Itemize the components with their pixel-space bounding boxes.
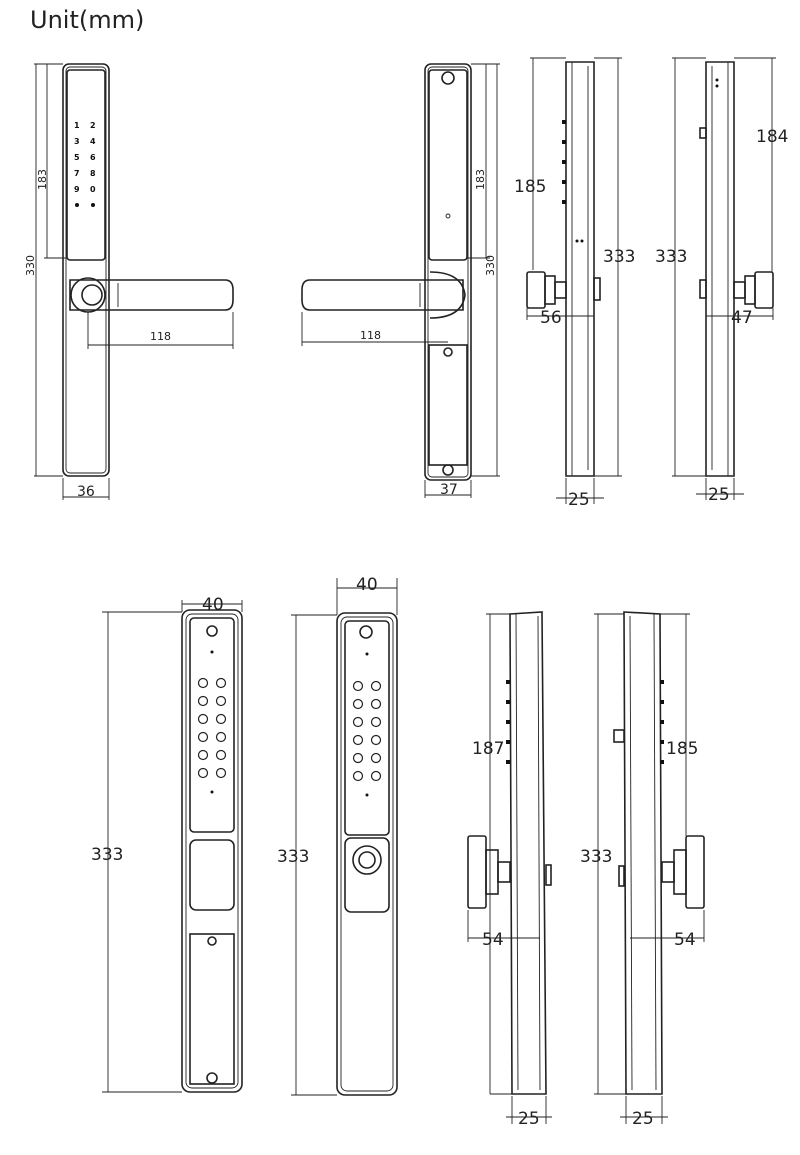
unit-label: Unit(mm) (30, 6, 145, 34)
dim-projection: 47 (731, 308, 753, 328)
dim-height-upper: 187 (472, 739, 504, 759)
top-back-view: 330 183 118 37 (301, 63, 500, 498)
top-front-view: 1 2 3 4 5 6 7 8 9 0 330 183 118 3 (24, 63, 234, 500)
bottom-side-view-b: 333 185 54 25 (580, 611, 705, 1129)
top-side-view-left: 185 333 56 25 (514, 57, 635, 510)
dim-height-total: 333 (277, 847, 309, 867)
dim-height-total: 333 (580, 847, 612, 867)
dim-depth: 25 (708, 485, 730, 505)
bottom-side-view-a: 187 54 25 (467, 611, 552, 1129)
key-label: 7 (74, 169, 80, 178)
dim-depth: 25 (518, 1109, 540, 1129)
dim-height-total: 333 (655, 247, 687, 267)
dim-width: 40 (202, 595, 224, 615)
dim-height-upper: 184 (756, 127, 788, 147)
bottom-front-view-b: 40 333 (277, 575, 398, 1096)
key-label: 0 (90, 185, 96, 194)
key-label: 2 (90, 121, 96, 130)
dim-width: 36 (77, 484, 95, 500)
dim-height-total: 330 (484, 255, 497, 276)
key-label: 4 (90, 137, 96, 146)
key-label: 1 (74, 121, 80, 130)
dim-depth: 25 (632, 1109, 654, 1129)
dim-height-upper: 185 (514, 177, 546, 197)
fingerprint-sensor-icon (81, 284, 103, 306)
dim-height-upper: 185 (666, 739, 698, 759)
dim-height-keypad: 183 (36, 169, 49, 190)
dim-depth: 25 (568, 490, 590, 510)
key-label: 9 (74, 185, 80, 194)
top-side-view-right: 333 184 47 25 (655, 57, 788, 505)
key-label: 6 (90, 153, 96, 162)
dim-height-keypad: 183 (474, 169, 487, 190)
bottom-front-view-a: 40 333 (91, 595, 243, 1093)
dim-width: 40 (356, 575, 378, 595)
dim-handle-length: 118 (150, 330, 171, 343)
dim-height-total: 333 (91, 845, 123, 865)
fingerprint-sensor-icon (358, 851, 376, 869)
dim-height-total: 330 (24, 255, 37, 276)
dim-height-total: 333 (603, 247, 635, 267)
key-label: 5 (74, 153, 80, 162)
dim-projection: 54 (674, 930, 696, 950)
dim-width: 37 (440, 482, 458, 498)
dim-handle-length: 118 (360, 329, 381, 342)
key-label: 8 (90, 169, 96, 178)
dim-projection: 54 (482, 930, 504, 950)
key-label: 3 (74, 137, 80, 146)
dim-projection: 56 (540, 308, 562, 328)
